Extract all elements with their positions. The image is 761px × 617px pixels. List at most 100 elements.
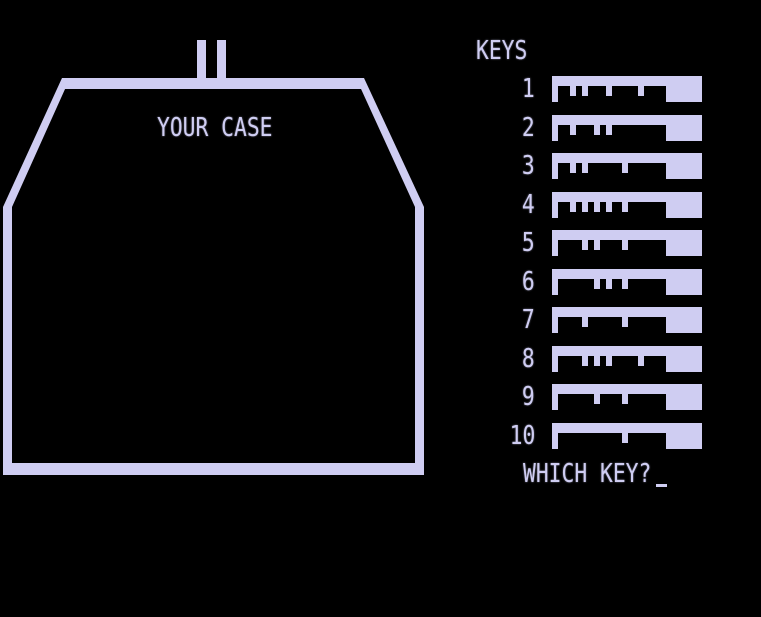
key-icon (552, 345, 702, 372)
case-left-side (3, 207, 12, 475)
key-number: 10 (509, 420, 535, 451)
key-shaft (552, 307, 666, 317)
case-right-side (415, 207, 424, 475)
key-icon (552, 114, 702, 141)
key-number: 3 (522, 151, 535, 181)
prompt-text: WHICH KEY? (523, 459, 652, 489)
key-tooth (606, 86, 612, 96)
keys-header: KEYS (476, 36, 528, 66)
key-bow (666, 345, 702, 372)
key-bow (666, 191, 702, 218)
key-shaft (552, 191, 666, 202)
case-right-shoulder (356, 78, 424, 207)
key-number: 2 (522, 112, 535, 143)
key-tip (552, 76, 558, 102)
key-tooth (594, 394, 600, 404)
key-tooth (622, 240, 628, 250)
key-number: 6 (522, 266, 535, 297)
key-tooth (622, 201, 628, 212)
key-tip (552, 114, 558, 141)
key-bow (666, 76, 702, 102)
key-tooth (582, 355, 588, 366)
key-shaft (552, 153, 666, 163)
key-icon (552, 422, 702, 449)
key-tooth (594, 240, 600, 250)
key-option-2[interactable]: 2 (505, 112, 705, 143)
key-tooth (594, 201, 600, 212)
key-tooth (582, 163, 588, 173)
key-tip (552, 384, 558, 410)
key-number: 1 (522, 74, 535, 104)
key-number: 7 (522, 305, 535, 335)
case-handle-left (197, 40, 206, 80)
key-shaft (552, 422, 666, 433)
key-bow (666, 230, 702, 256)
key-tooth (606, 355, 612, 366)
key-tip (552, 345, 558, 372)
key-tooth (622, 163, 628, 173)
key-bow (666, 384, 702, 410)
key-shaft (552, 230, 666, 240)
key-number: 8 (522, 343, 535, 374)
key-tip (552, 307, 558, 333)
key-icon (552, 230, 702, 256)
case-bottom-edge (3, 463, 424, 475)
key-tooth (570, 201, 576, 212)
key-tip (552, 191, 558, 218)
key-icon (552, 268, 702, 295)
key-tooth (622, 317, 628, 327)
key-tooth (622, 432, 628, 443)
key-option-5[interactable]: 5 (505, 230, 705, 258)
key-bow (666, 114, 702, 141)
key-bow (666, 268, 702, 295)
case-top-edge (62, 78, 364, 89)
key-icon (552, 307, 702, 333)
key-tooth (594, 355, 600, 366)
key-tip (552, 268, 558, 295)
key-tooth (638, 86, 644, 96)
key-number: 4 (522, 189, 535, 220)
key-tooth (582, 317, 588, 327)
key-tooth (582, 201, 588, 212)
text-cursor (656, 484, 667, 487)
key-option-4[interactable]: 4 (505, 189, 705, 220)
key-tip (552, 153, 558, 179)
key-shaft (552, 345, 666, 356)
key-tooth (606, 124, 612, 135)
key-tooth (582, 240, 588, 250)
key-shaft (552, 76, 666, 86)
key-tooth (594, 278, 600, 289)
key-number: 9 (522, 382, 535, 412)
case-left-shoulder (3, 78, 70, 207)
key-tooth (622, 278, 628, 289)
key-shaft (552, 114, 666, 125)
key-option-1[interactable]: 1 (505, 76, 705, 104)
key-tooth (582, 86, 588, 96)
key-bow (666, 422, 702, 449)
key-tooth (606, 278, 612, 289)
key-tooth (638, 355, 644, 366)
key-icon (552, 76, 702, 102)
key-option-10[interactable]: 10 (505, 420, 705, 451)
key-icon (552, 384, 702, 410)
key-option-9[interactable]: 9 (505, 384, 705, 412)
case-label: YOUR CASE (157, 113, 273, 143)
key-icon (552, 191, 702, 218)
key-number: 5 (522, 228, 535, 258)
key-tooth (570, 124, 576, 135)
key-option-3[interactable]: 3 (505, 153, 705, 181)
key-option-6[interactable]: 6 (505, 266, 705, 297)
key-tooth (570, 163, 576, 173)
key-tip (552, 230, 558, 256)
key-tooth (570, 86, 576, 96)
case-handle-right (217, 40, 226, 80)
key-tooth (606, 201, 612, 212)
key-option-7[interactable]: 7 (505, 307, 705, 335)
key-shaft (552, 268, 666, 279)
key-tooth (594, 124, 600, 135)
key-option-8[interactable]: 8 (505, 343, 705, 374)
key-tip (552, 422, 558, 449)
key-bow (666, 307, 702, 333)
